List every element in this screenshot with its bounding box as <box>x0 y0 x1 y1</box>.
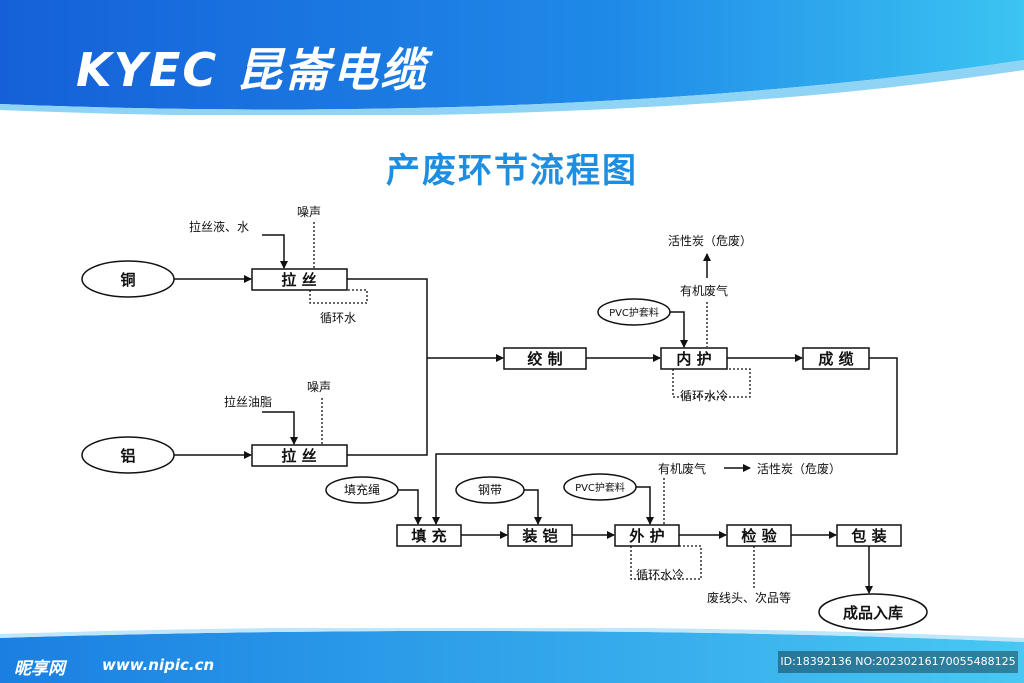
header-background <box>0 0 1024 115</box>
footer-background <box>0 628 1024 683</box>
label-carbon2: 活性炭（危废） <box>757 461 841 476</box>
node-aluminum-label: 铝 <box>120 447 135 465</box>
node-pvc2-label: PVC护套料 <box>575 481 625 494</box>
label-gas1: 有机废气 <box>680 283 728 298</box>
label-circ3: 循环水冷 <box>636 568 684 582</box>
node-outer-label: 外 护 <box>628 527 664 545</box>
node-fill-label: 填 充 <box>411 527 446 545</box>
label-noise1: 噪声 <box>297 205 321 219</box>
edge-cabling-fill <box>432 357 898 525</box>
edge-steel-armor <box>524 489 542 525</box>
node-copper-label: 铜 <box>120 271 135 289</box>
brand-logo: KYEC 昆崙电缆 <box>76 43 429 97</box>
node-pack-label: 包 装 <box>851 527 887 545</box>
edge-liquid-draw1 <box>262 234 288 269</box>
edge-grease-draw2 <box>262 411 298 445</box>
edge-draw1-merge <box>347 278 428 456</box>
footer-url[interactable]: www.nipic.cn <box>102 656 215 674</box>
node-inspect-label: 检 验 <box>741 527 777 545</box>
node-steel-tape-label: 钢带 <box>478 483 502 497</box>
page-title: 产废环节流程图 <box>386 151 638 191</box>
label-circ1: 循环水 <box>320 311 356 325</box>
node-filler-rope-label: 填充绳 <box>344 482 380 497</box>
dotted-circ3 <box>630 545 702 580</box>
flow-edges <box>174 234 898 594</box>
edge-pvc1-inner <box>670 311 688 348</box>
node-finished-label: 成品入库 <box>843 604 903 622</box>
edge-pvc2-outer <box>636 486 654 525</box>
node-pvc1-label: PVC护套料 <box>609 306 659 319</box>
label-waste: 废线头、次品等 <box>707 590 791 605</box>
node-cabling-label: 成 缆 <box>818 350 853 368</box>
emission-edges <box>309 222 755 590</box>
dotted-circ2 <box>672 368 751 398</box>
edge-rope-fill <box>398 489 422 525</box>
footer-logo: 昵享网 <box>14 659 65 679</box>
footer-id: ID:18392136 NO:20230216170055488125 <box>778 651 1018 673</box>
label-circ2: 循环水冷 <box>680 389 728 403</box>
node-finished <box>818 593 928 631</box>
node-armor-label: 装 铠 <box>521 527 557 545</box>
node-draw1-label: 拉 丝 <box>281 271 316 289</box>
label-noise2: 噪声 <box>307 380 331 394</box>
dotted-circ1 <box>309 289 368 304</box>
node-inner-label: 内 护 <box>676 350 711 368</box>
node-twist-label: 绞 制 <box>527 350 562 368</box>
label-draw-liquid: 拉丝液、水 <box>189 219 249 234</box>
node-draw2-label: 拉 丝 <box>281 447 316 465</box>
label-draw-grease: 拉丝油脂 <box>224 394 272 409</box>
label-carbon1: 活性炭（危废） <box>668 233 752 248</box>
label-gas2: 有机废气 <box>658 461 706 476</box>
